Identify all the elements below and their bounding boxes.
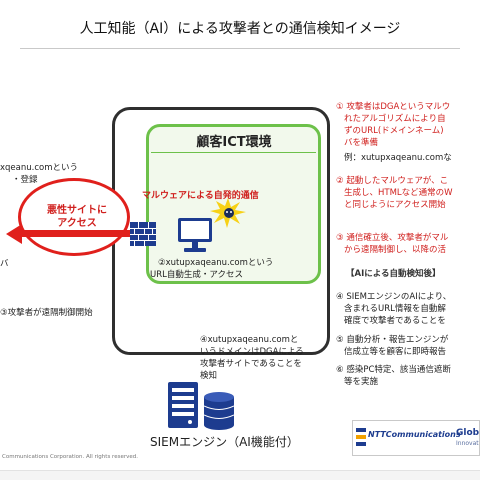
point1-line4: バを準備	[344, 138, 379, 148]
step2-line2: URL自動生成・アクセス	[150, 270, 243, 280]
left-register-text: ・登録	[12, 175, 38, 185]
ict-title-divider	[151, 152, 316, 153]
malicious-site-ellipse	[18, 178, 130, 256]
point4-line1: ④ SIEMエンジンのAIにより、	[336, 292, 452, 302]
step4-line2: いうドメインはDGAによる	[200, 347, 304, 357]
step4-line3: 攻撃者サイトであることを	[200, 359, 302, 369]
point3-line2: から遠隔制御し、以降の活	[344, 245, 447, 255]
point1-line5: 例：xutupxaqeanu.comな	[344, 153, 452, 163]
ict-title: 顧客ICT環境	[196, 135, 272, 150]
footer-bar	[0, 470, 480, 480]
point1-line1: ① 攻撃者はDGAというマルウ	[336, 102, 451, 112]
step3-remote-control: ③攻撃者が遠隔制御開始	[0, 308, 93, 318]
step4-line4: 検知	[200, 371, 218, 381]
point2-line2: 生成し、HTMLなど通常のW	[344, 188, 453, 198]
copyright-notice: Communications Corporation. All rights r…	[2, 454, 138, 460]
point2-line1: ② 起動したマルウェアが、こ	[336, 176, 449, 186]
ai-detection-heading: 【AIによる自動検知後】	[346, 269, 441, 279]
malicious-site-label: 悪性サイトに アクセス	[28, 204, 126, 230]
point6-line2: 等を実施	[344, 377, 379, 387]
step4-line1: ④xutupxaqeanu.comと	[200, 335, 299, 345]
malware-communication-label: マルウェアによる自発的通信	[142, 191, 259, 201]
left-url-text: xqeanu.comという	[0, 163, 78, 173]
point5-line2: 信成立等を顧客に即時報告	[344, 347, 447, 357]
ntt-logo-icon	[356, 428, 366, 446]
title-divider	[20, 48, 460, 49]
infected-pc-icon	[178, 218, 212, 252]
malware-burst-icon	[210, 198, 246, 228]
step2-line1: ②xutupxaqeanu.comという	[158, 258, 274, 268]
customer-ict-environment	[146, 124, 321, 284]
point6-line1: ⑥ 感染PC特定、該当通信遮断	[336, 365, 451, 375]
point2-line3: と同じようにアクセス開始	[344, 200, 446, 210]
ntt-logo-text: NTTCommunications	[368, 430, 461, 439]
malicious-site-line2: アクセス	[57, 218, 97, 229]
point3-line1: ③ 通信確立後、攻撃者がマル	[336, 233, 449, 243]
malicious-site-line1: 悪性サイトに	[47, 205, 107, 216]
siem-database-icon	[204, 392, 234, 430]
point1-line2: れたアルゴリズムにより自	[344, 114, 446, 124]
access-arrow-body	[20, 230, 138, 237]
ntt-innov-text: Innovat	[456, 440, 479, 447]
siem-server-icon	[168, 382, 198, 428]
point1-line3: ずのURL(ドメインネーム)	[344, 126, 444, 136]
access-arrow-head	[6, 224, 22, 244]
firewall-icon	[130, 222, 156, 246]
left-server-stub: バ	[0, 259, 9, 269]
point5-line1: ⑤ 自動分析・報告エンジンが	[336, 335, 449, 345]
point4-line3: 確度で攻撃者であることを	[344, 316, 446, 326]
siem-engine-label: SIEMエンジン（AI機能付）	[150, 435, 299, 449]
page-title: 人工知能（AI）による攻撃者との通信検知イメージ	[79, 21, 401, 37]
ntt-glob-text: Glob	[456, 428, 480, 438]
point4-line2: 含まれるURL情報を自動解	[344, 304, 446, 314]
ntt-logo-box	[352, 420, 480, 456]
